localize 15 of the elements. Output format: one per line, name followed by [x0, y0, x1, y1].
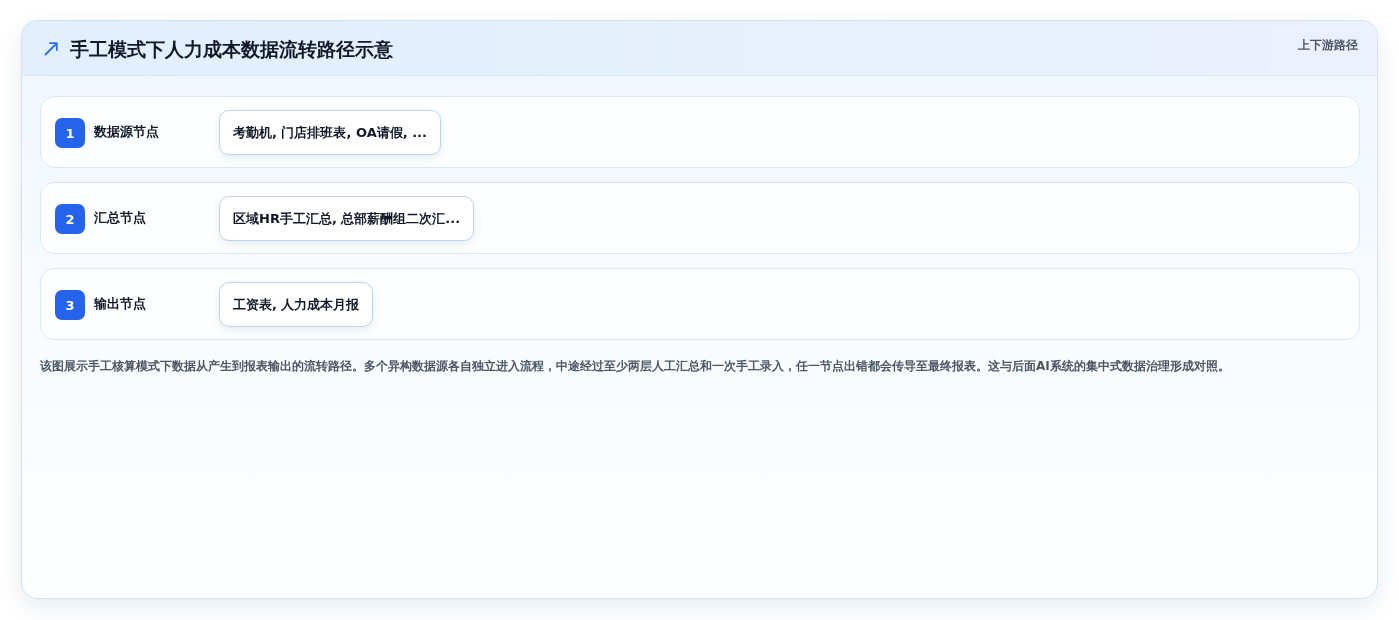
number-badge: 1 — [55, 118, 85, 148]
number-badge: 3 — [55, 290, 85, 320]
text-chip: 工资表, 人力成本月报 — [219, 282, 374, 327]
row-label: 汇总节点 — [94, 209, 146, 227]
text-chip: 考勤机, 门店排班表, OA请假, ... — [219, 110, 441, 155]
row-panel — [40, 96, 1360, 168]
row-label: 数据源节点 — [94, 123, 159, 141]
row-panel — [40, 182, 1360, 254]
row-label: 输出节点 — [94, 295, 146, 313]
text-chip: 区域HR手工汇总, 总部薪酬组二次汇... — [219, 196, 475, 241]
header-note: 上下游路径 — [1298, 37, 1358, 53]
number-badge: 2 — [55, 204, 85, 234]
row-panel — [40, 268, 1360, 340]
caption-text: 该图展示手工核算模式下数据从产生到报表输出的流转路径。多个异构数据源各自独立进入流程，中途经过至少两层人工汇总和一次手工录入，任一节点出错都会传导至最终报表。这与后面AI系统的集中式数据治理形成对照。 — [40, 358, 1231, 375]
diagram-title: 手工模式下人力成本数据流转路径示意 — [70, 37, 393, 61]
